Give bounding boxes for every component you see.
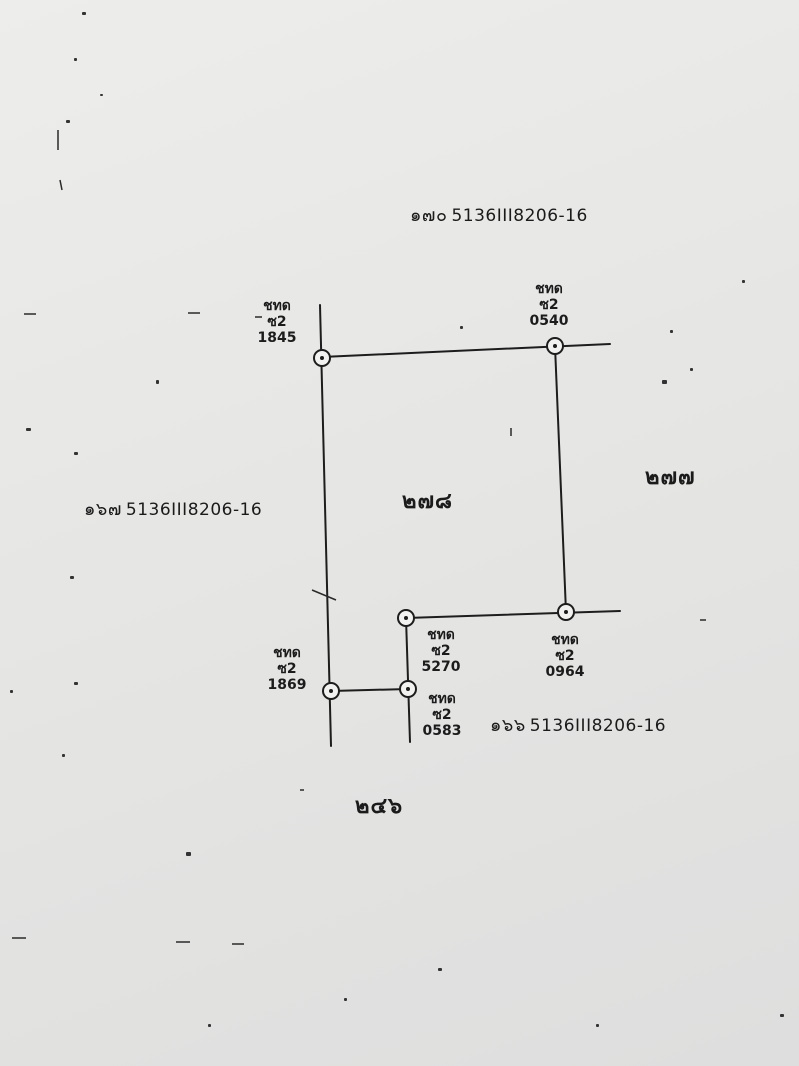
marker-series: ซ2	[277, 661, 297, 677]
marker-number: 5270	[421, 659, 461, 675]
paper-speck	[344, 998, 347, 1001]
marker-series: ซ2	[539, 297, 559, 313]
marker-code: ชทด	[551, 632, 579, 648]
marker-label-0964: ชทด ซ2 0964	[536, 632, 594, 680]
marker-code: ชทด	[273, 645, 301, 661]
marker-number: 1869	[267, 677, 307, 693]
paper-speck	[780, 1014, 784, 1017]
marker-label-0583: ชทด ซ2 0583	[413, 691, 471, 739]
paper-speck	[670, 330, 673, 333]
marker-series: ซ2	[432, 707, 452, 723]
paper-speck	[596, 1024, 599, 1027]
marker-label-1845: ชทด ซ2 1845	[248, 298, 306, 346]
paper-speck	[70, 576, 74, 579]
boundary-east	[554, 345, 567, 613]
marker-label-5270: ชทด ซ2 5270	[412, 627, 470, 675]
boundary-north	[321, 343, 611, 358]
marker-code: ชทด	[263, 298, 291, 314]
paper-speck	[662, 380, 667, 384]
parcel-south-label: ๒๔๖	[355, 794, 404, 819]
paper-speck	[186, 852, 191, 856]
marker-code: ชทด	[428, 691, 456, 707]
marker-series: ซ2	[267, 314, 287, 330]
marker-code: ชทด	[427, 627, 455, 643]
sheet-code: 5136III8206-16	[125, 500, 263, 520]
paper-speck	[74, 682, 78, 685]
marker-label-1869: ชทด ซ2 1869	[258, 645, 316, 693]
sheet-parcel-number: ๑๖๗	[84, 499, 122, 520]
parcel-main-label: ๒๗๘	[402, 489, 454, 514]
paper-speck	[26, 428, 31, 431]
paper-speck	[100, 94, 103, 96]
sheet-code: 5136III8206-16	[529, 716, 667, 736]
paper-speck	[10, 690, 13, 693]
paper-speck	[74, 452, 78, 455]
boundary-south-east	[405, 610, 621, 619]
marker-series: ซ2	[555, 648, 575, 664]
paper-speck	[156, 380, 159, 384]
boundary-south-west	[330, 688, 409, 692]
sheet-parcel-number: ๑๖๖	[490, 715, 526, 736]
marker-number: 0964	[545, 664, 585, 680]
paper-speck	[62, 754, 65, 757]
paper-speck	[208, 1024, 211, 1027]
paper-speck	[74, 58, 77, 61]
marker-number: 0583	[422, 723, 462, 739]
paper-speck	[460, 326, 463, 329]
marker-number: 1845	[257, 330, 297, 346]
paper-speck	[82, 12, 86, 15]
marker-series: ซ2	[431, 643, 451, 659]
paper-speck	[438, 968, 442, 971]
sheet-parcel-number: ๑๗๐	[410, 205, 448, 226]
marker-label-0540: ชทด ซ2 0540	[520, 281, 578, 329]
paper-speck	[690, 368, 693, 371]
parcel-east-label: ๒๗๗	[645, 465, 696, 490]
boundary-west	[319, 304, 332, 747]
sheet-code: 5136III8206-16	[451, 206, 588, 226]
marker-code: ชทด	[535, 281, 563, 297]
paper-speck	[66, 120, 70, 123]
paper-speck	[742, 280, 745, 283]
marker-number: 0540	[529, 313, 569, 329]
